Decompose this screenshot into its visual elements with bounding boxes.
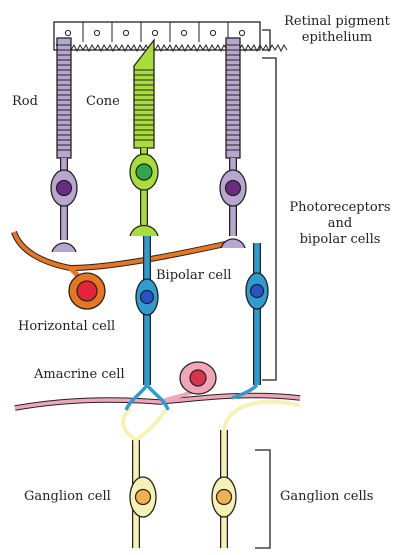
label-retinal-pigment-line2: epithelium [276,30,398,46]
label-photoreceptors: Photoreceptors and bipolar cells [280,200,400,248]
bracket-photoreceptors [262,58,276,380]
bracket-epithelium [262,30,270,50]
bipolar-cell-right [232,243,268,398]
label-photoreceptors-line2: and [280,216,400,232]
label-photoreceptors-line3: bipolar cells [280,232,400,248]
label-cone: Cone [86,94,120,110]
label-amacrine-cell: Amacrine cell [34,367,125,383]
cone-cell [130,40,158,236]
ganglion-cell-right [212,402,300,548]
ganglion-cell-left [123,408,165,548]
label-horizontal-cell: Horizontal cell [18,319,115,335]
pigment-epithelium [54,22,287,51]
rod-cell-right [220,38,246,248]
label-retinal-pigment-line1: Retinal pigment [276,14,398,30]
label-bipolar-cell: Bipolar cell [156,268,231,284]
bracket-ganglion [255,450,270,548]
label-ganglion-cells: Ganglion cells [280,489,373,505]
label-retinal-pigment: Retinal pigment epithelium [276,14,398,46]
label-rod: Rod [12,94,38,110]
label-ganglion-cell: Ganglion cell [24,489,111,505]
label-photoreceptors-line1: Photoreceptors [280,200,400,216]
rod-cell-left [51,38,77,252]
